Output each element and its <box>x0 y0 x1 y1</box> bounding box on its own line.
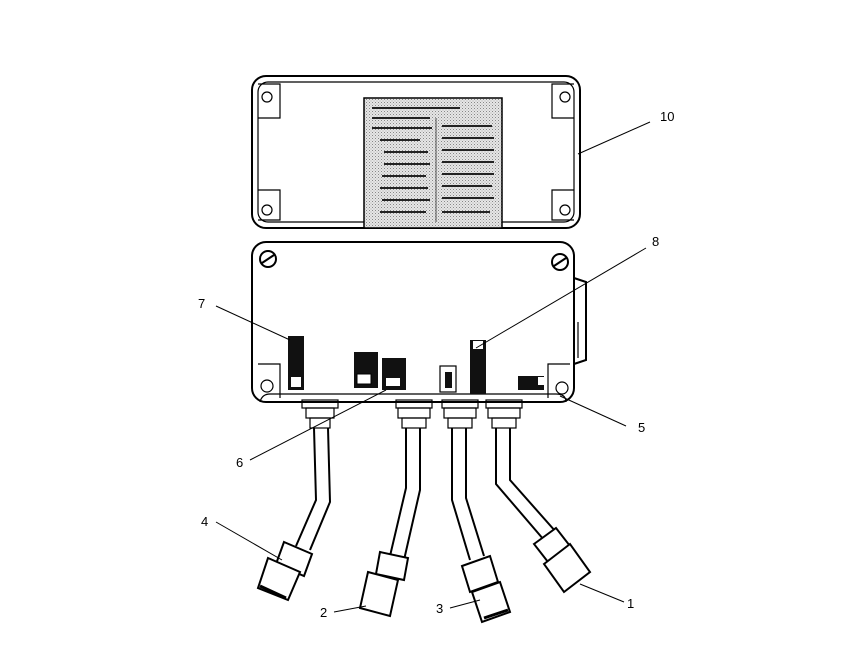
callout-5: 5 <box>638 420 645 435</box>
leader-lines <box>215 121 651 613</box>
terminal-block-7 <box>288 336 304 390</box>
terminal-block-8 <box>470 340 486 394</box>
terminal-block-6 <box>382 358 406 390</box>
cover-corner-screws <box>258 83 574 221</box>
switch-small <box>439 365 457 393</box>
callout-labels: 10 8 7 5 6 4 2 3 1 <box>198 109 674 620</box>
callout-1: 1 <box>627 596 634 611</box>
cable-assembly-4 <box>256 399 339 602</box>
callout-10: 10 <box>660 109 674 124</box>
base-box <box>251 241 587 403</box>
terminal-block-center-left <box>354 352 378 388</box>
callout-8: 8 <box>652 234 659 249</box>
callout-6: 6 <box>236 455 243 470</box>
callout-2: 2 <box>320 605 327 620</box>
wiring-label-plate <box>363 97 503 229</box>
cable-assembly-2 <box>358 399 433 618</box>
cover-lid <box>251 75 581 229</box>
mounting-holes <box>258 363 570 398</box>
cable-assembly-3 <box>441 399 512 624</box>
callout-4: 4 <box>201 514 208 529</box>
lid-screws <box>259 250 569 271</box>
terminal-block-right <box>518 376 544 390</box>
cable-assembly-1 <box>485 399 592 594</box>
callout-7: 7 <box>198 296 205 311</box>
callout-3: 3 <box>436 601 443 616</box>
